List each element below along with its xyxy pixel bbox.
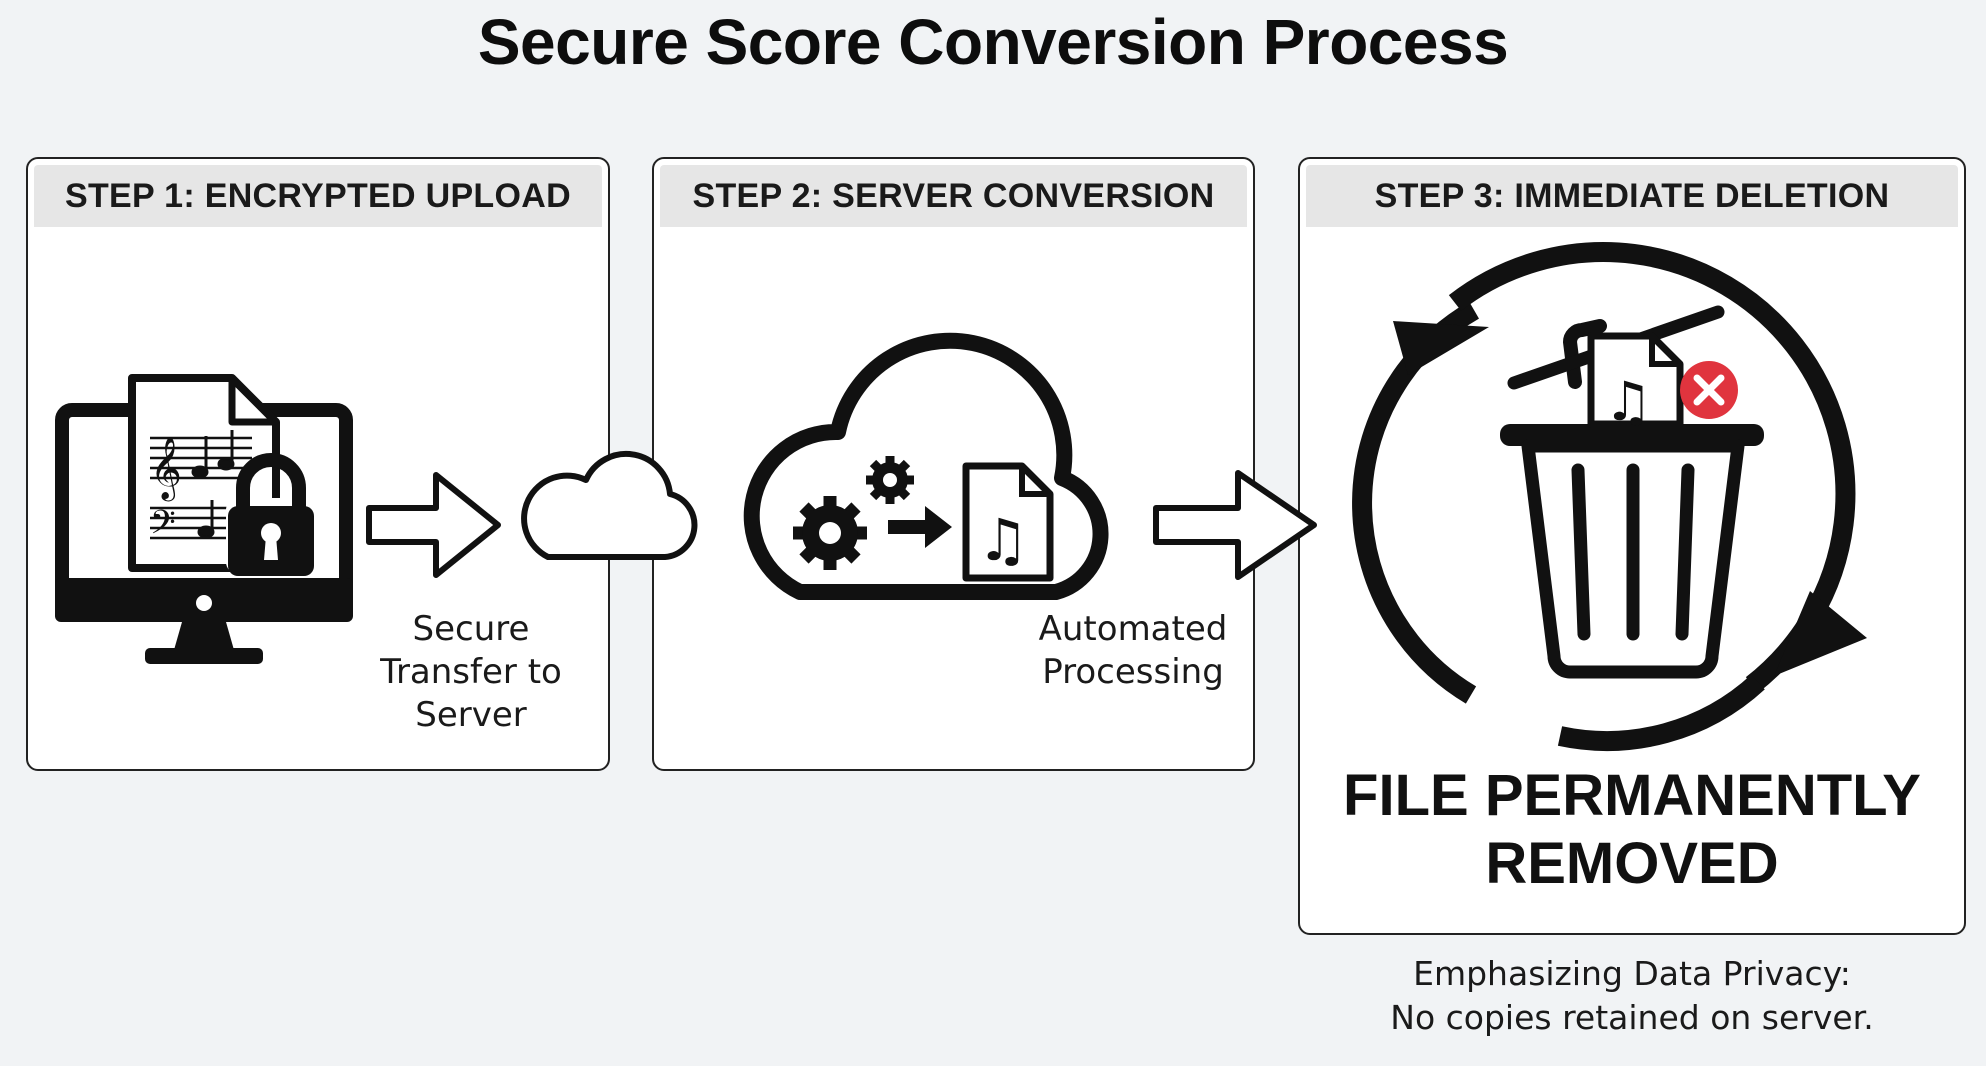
step-2-header: STEP 2: SERVER CONVERSION [660,165,1247,227]
step-3-header: STEP 3: IMMEDIATE DELETION [1306,165,1958,227]
caption-line: Automated [1038,609,1228,649]
caption-line: Server [415,695,527,735]
caption-line: Processing [1042,652,1224,692]
step-1-caption: Secure Transfer to Server [356,608,586,737]
privacy-note: Emphasizing Data Privacy: No copies reta… [1298,952,1966,1040]
page-title: Secure Score Conversion Process [477,6,1509,78]
caption-line: Transfer to [380,652,562,692]
caption-line: FILE PERMANENTLY [1343,763,1921,828]
privacy-note-line: Emphasizing Data Privacy: [1413,954,1851,993]
privacy-note-line: No copies retained on server. [1390,998,1874,1037]
caption-line: REMOVED [1485,831,1779,896]
step-2-caption: Automated Processing [1018,608,1248,694]
step-3-caption: FILE PERMANENTLY REMOVED [1298,762,1966,898]
caption-line: Secure [412,609,530,649]
step-1-header: STEP 1: ENCRYPTED UPLOAD [34,165,602,227]
